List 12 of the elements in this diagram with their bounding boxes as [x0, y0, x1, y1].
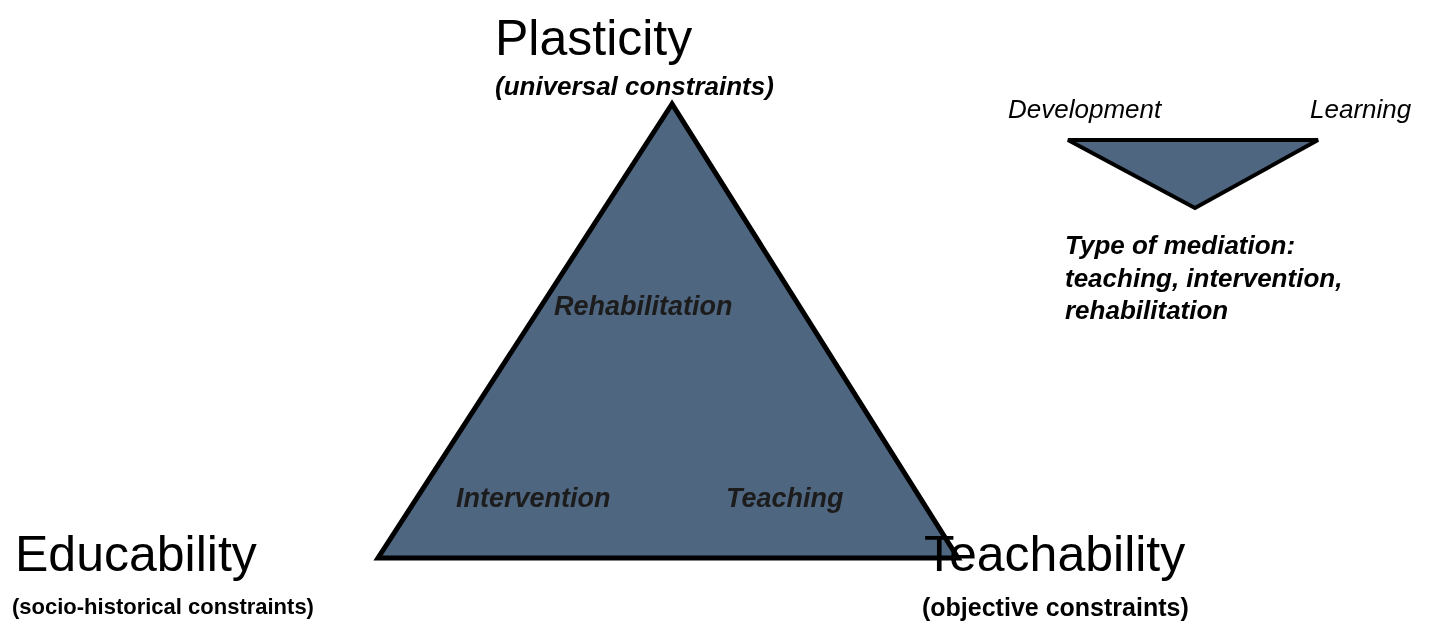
region-label: Teaching [726, 483, 844, 515]
constraint-label: (universal constraints) [495, 72, 774, 102]
constraint-label: (socio-historical constraints) [12, 594, 314, 620]
region-label: Intervention [456, 483, 611, 515]
vertex-label: Plasticity [495, 10, 693, 68]
mediation-note: Type of mediation: teaching, intervention, rehabilitation [1065, 229, 1344, 327]
axis-label: Development [1008, 95, 1162, 125]
vertex-label: Educability [15, 526, 257, 584]
axis-label: Learning [1310, 95, 1412, 125]
vertex-label: Teachability [924, 526, 1186, 584]
region-label: Rehabilitation [554, 291, 733, 323]
constraint-label: (objective constraints) [922, 593, 1189, 622]
